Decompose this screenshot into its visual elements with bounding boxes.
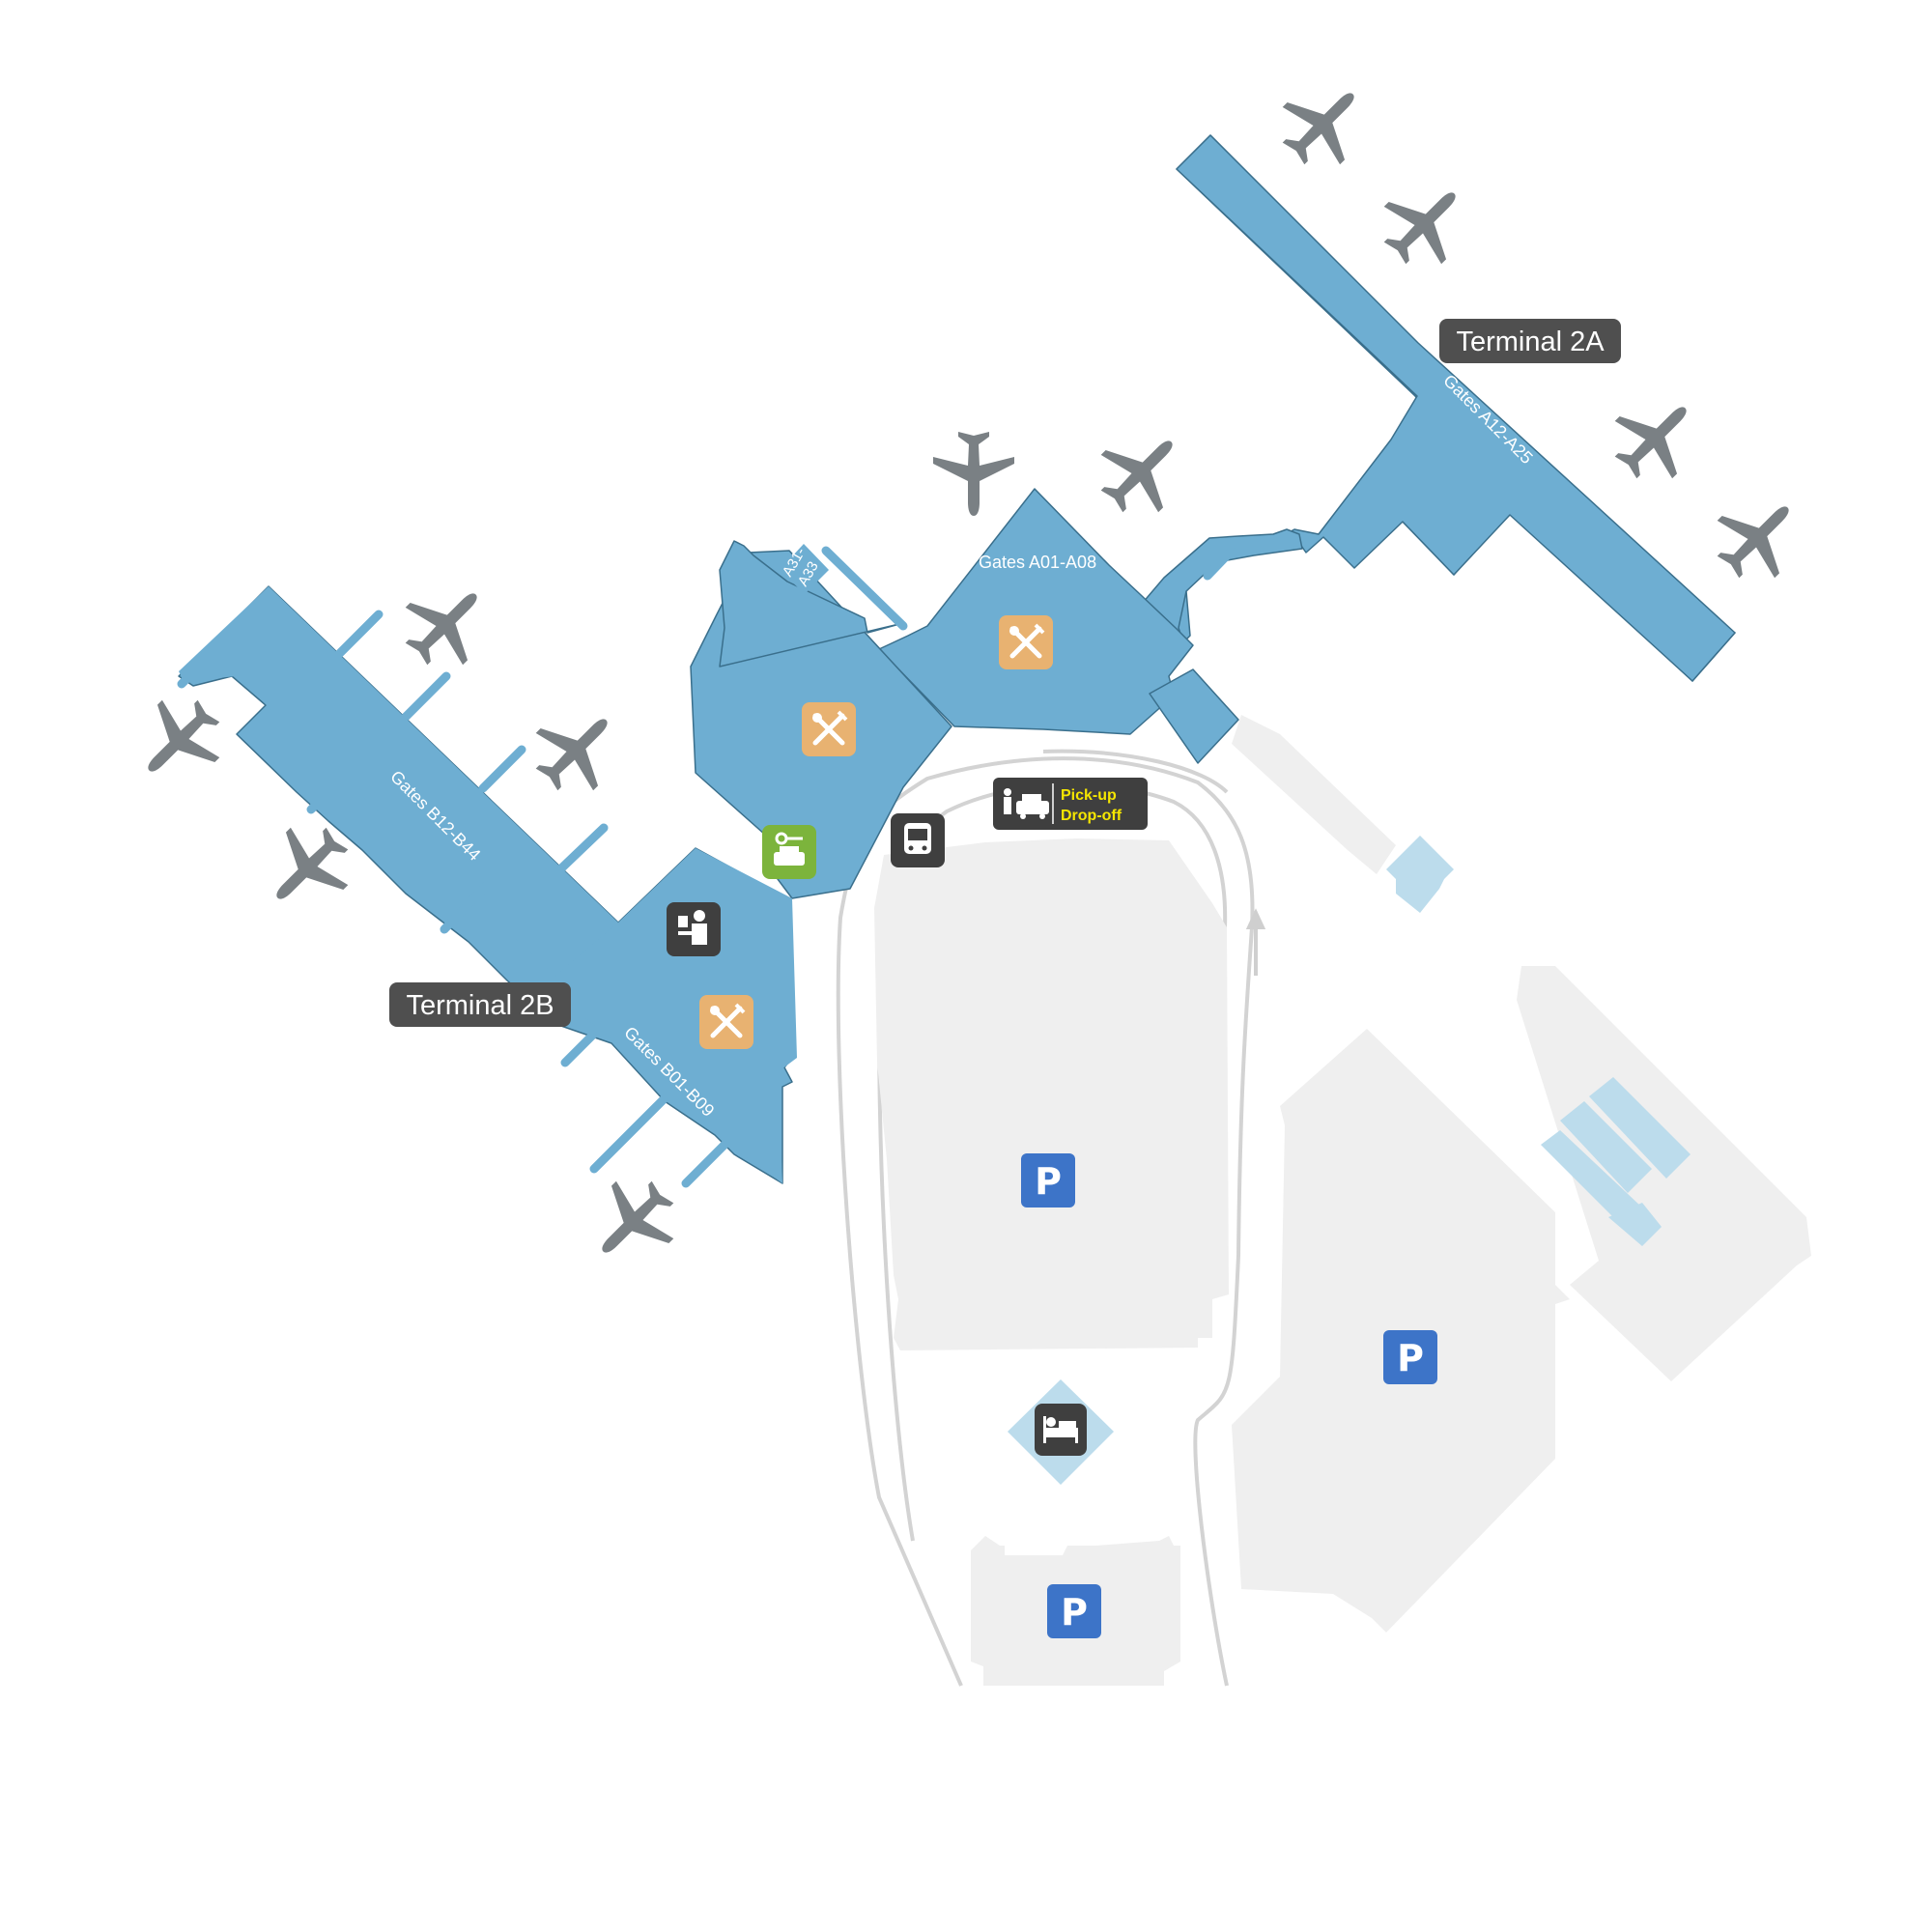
airplane-icon	[518, 691, 636, 809]
car-rental-icon[interactable]	[762, 825, 816, 879]
pickup-text: Pick-up	[1061, 787, 1117, 804]
outbuildings	[1386, 836, 1690, 1246]
airplane-icon	[120, 682, 238, 800]
parking-symbol: P	[1035, 1160, 1062, 1203]
pier-a31-a33	[780, 544, 829, 594]
restaurant-icon[interactable]	[802, 702, 856, 756]
hotel-icon[interactable]	[1035, 1404, 1087, 1456]
airplane-icon	[387, 565, 505, 683]
airplane-icon	[933, 432, 1014, 516]
airplane-icon	[1083, 412, 1201, 530]
gate-label-a01-a08: Gates A01-A08	[979, 553, 1096, 572]
pickup-dropoff-sign[interactable]: Pick-up Drop-off	[993, 778, 1148, 830]
parking-icon[interactable]: P	[1047, 1584, 1101, 1638]
passport-control-icon[interactable]	[667, 902, 721, 956]
terminal-2a-label: Terminal 2A	[1439, 319, 1621, 363]
terminal-2b-text: Terminal 2B	[406, 990, 554, 1021]
parking-icon[interactable]: P	[1021, 1153, 1075, 1208]
jet-bridges	[177, 546, 1236, 1188]
airplane-icon	[574, 1163, 692, 1281]
direction-arrow-icon	[1245, 908, 1266, 976]
restaurant-icon[interactable]	[699, 995, 753, 1049]
terminal-2a-text: Terminal 2A	[1456, 327, 1605, 357]
airplane-icon	[1366, 164, 1484, 282]
ground-areas	[874, 715, 1811, 1686]
airplane-icon	[1699, 478, 1817, 596]
taxi-icon	[1004, 788, 1049, 819]
parking-symbol: P	[1397, 1337, 1424, 1379]
terminal-2b-label: Terminal 2B	[389, 982, 571, 1027]
airplane-icon	[1597, 379, 1715, 497]
dropoff-text: Drop-off	[1061, 808, 1122, 824]
bus-icon[interactable]	[891, 813, 945, 867]
airplane-icon	[1264, 65, 1382, 183]
parking-symbol: P	[1061, 1591, 1088, 1634]
parking-icon[interactable]: P	[1383, 1330, 1437, 1384]
restaurant-icon[interactable]	[999, 615, 1053, 669]
